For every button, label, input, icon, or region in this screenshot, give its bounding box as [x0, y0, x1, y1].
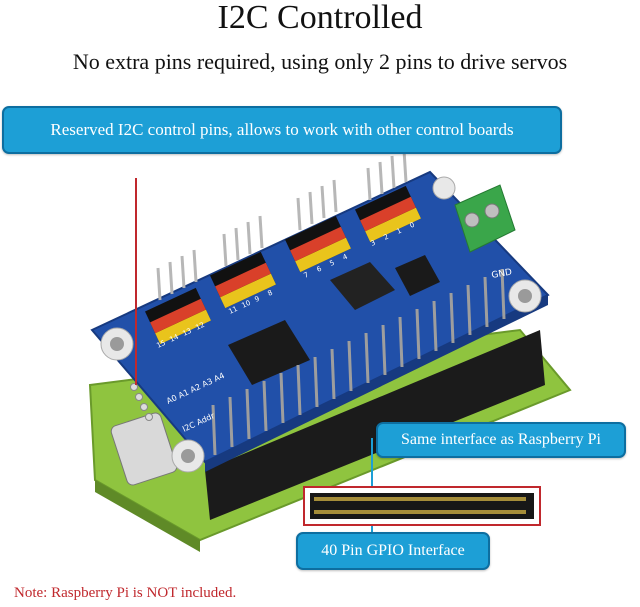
servo-header-group — [355, 185, 421, 243]
channel-label: 11 — [227, 305, 238, 316]
channel-label: 3 — [369, 239, 376, 248]
channel-label: 5 — [328, 259, 335, 268]
callout-same-interface: Same interface as Raspberry Pi — [376, 422, 626, 458]
page-subtitle: No extra pins required, using only 2 pin… — [72, 49, 568, 74]
pwm-controller-chip — [330, 262, 395, 310]
channel-label: 2 — [382, 233, 389, 242]
reserved-i2c-pins — [130, 383, 153, 421]
channel-label: 9 — [253, 295, 260, 304]
channel-label: 7 — [302, 271, 309, 280]
gpio-inset — [303, 486, 541, 526]
channel-label: 15 — [155, 339, 166, 350]
driver-chip — [395, 255, 440, 296]
gnd-label: GND — [491, 268, 513, 281]
power-terminal-block — [454, 184, 516, 253]
pi-connector — [110, 412, 178, 486]
channel-label: 6 — [315, 264, 323, 273]
channel-label: 14 — [168, 333, 180, 344]
channel-label: 10 — [240, 299, 251, 310]
channel-label: 12 — [194, 321, 205, 332]
callout-gpio-interface: 40 Pin GPIO Interface — [296, 532, 490, 570]
gpio-header-block — [205, 330, 545, 520]
channel-label: 0 — [408, 221, 415, 230]
channel-label: 8 — [266, 289, 273, 298]
servo-header-group — [145, 287, 211, 345]
channel-label: 4 — [341, 252, 349, 261]
page-title: I2C Controlled — [217, 0, 423, 36]
servo-header-group — [285, 215, 351, 273]
callout-reserved-i2c-pins: Reserved I2C control pins, allows to wor… — [2, 106, 562, 154]
channel-label: 1 — [395, 227, 402, 236]
servo-header-group — [210, 251, 276, 309]
not-included-note: Note: Raspberry Pi is NOT included. — [14, 585, 237, 601]
channel-label: 13 — [181, 327, 192, 338]
regulator-chip — [228, 320, 310, 385]
mount-hole — [432, 176, 456, 200]
